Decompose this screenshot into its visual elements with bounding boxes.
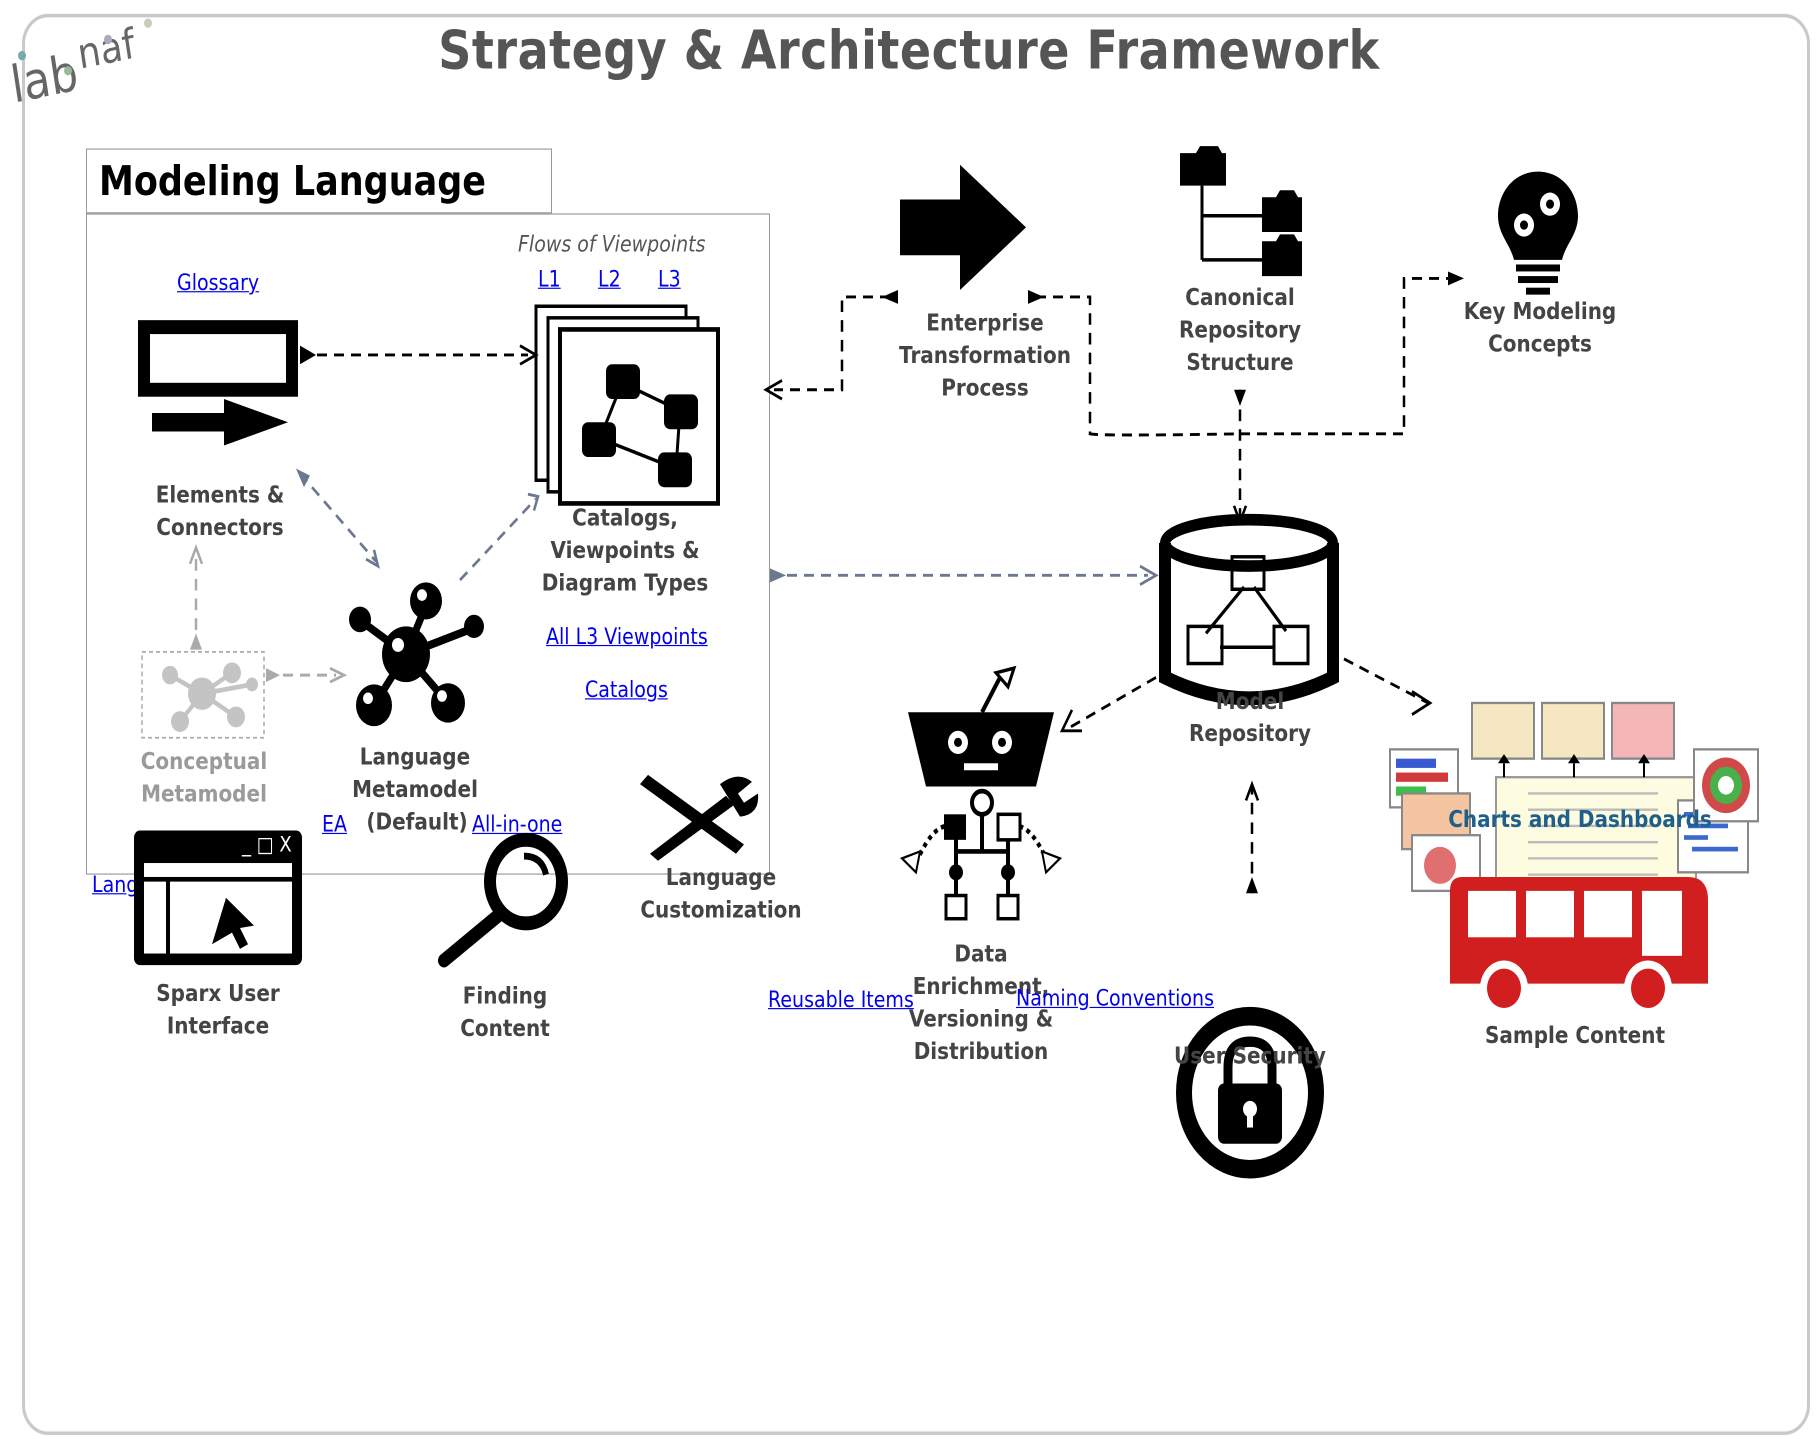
modeling-language-box bbox=[86, 213, 770, 875]
page-title: Strategy & Architecture Framework bbox=[438, 18, 1380, 82]
magnifier-icon bbox=[438, 832, 568, 968]
robot-icon bbox=[900, 665, 1062, 921]
enterprise-transformation-label: Enterprise Transformation Process bbox=[899, 308, 1071, 402]
folder-tree-icon bbox=[1180, 146, 1302, 277]
link-l2[interactable]: L2 bbox=[598, 266, 621, 293]
svg-text:_ □ X: _ □ X bbox=[241, 832, 292, 857]
lock-icon bbox=[1176, 1006, 1324, 1179]
finding-content-label: Finding Content bbox=[460, 981, 550, 1042]
lightbulb-gears-icon bbox=[1498, 171, 1578, 295]
conceptual-metamodel-icon bbox=[141, 651, 265, 739]
elements-connectors-label: Elements & Connectors bbox=[155, 480, 285, 541]
connector-repository-to-dashboards bbox=[1343, 657, 1429, 705]
molecule-icon bbox=[349, 582, 484, 727]
connector-elements-to-metamodel bbox=[299, 472, 377, 563]
bus-icon bbox=[1450, 876, 1708, 1017]
connector-concepts-to-repository bbox=[1240, 276, 1456, 436]
database-icon bbox=[1159, 513, 1339, 706]
conceptual-metamodel-label: Conceptual Metamodel bbox=[140, 747, 268, 808]
canonical-repository-label: Canonical Repository Structure bbox=[1179, 283, 1301, 376]
link-l3[interactable]: L3 bbox=[658, 266, 681, 293]
flows-caption: Flows of Viewpoints bbox=[518, 232, 706, 258]
link-all-in-one[interactable]: All-in-one bbox=[472, 812, 563, 838]
link-all-l3-viewpoints[interactable]: All L3 Viewpoints bbox=[546, 624, 708, 650]
link-catalogs[interactable]: Catalogs bbox=[585, 677, 668, 703]
link-ea[interactable]: EA bbox=[322, 812, 348, 838]
arrow-icon bbox=[900, 164, 1026, 290]
modeling-language-heading: Modeling Language bbox=[86, 148, 552, 214]
sample-content-label: Sample Content bbox=[1484, 1020, 1666, 1049]
language-metamodel-label: Language Metamodel bbox=[352, 742, 478, 803]
viewpoint-diagram-stack-icon bbox=[534, 304, 720, 506]
element-rectangle-icon bbox=[138, 320, 298, 446]
data-enrichment-label: Data Enrichment, Versioning & Distributi… bbox=[908, 939, 1054, 1065]
model-repository-label: Model Repository bbox=[1189, 686, 1311, 748]
user-security-label: User Security bbox=[1174, 1041, 1326, 1070]
labnaf-logo: lab naf bbox=[7, 18, 152, 115]
connector-repository-to-robot bbox=[1067, 676, 1157, 730]
window-cursor-icon: _ □ X bbox=[134, 830, 302, 966]
tools-icon bbox=[640, 774, 759, 861]
connector-metamodel-to-viewpoints bbox=[459, 497, 537, 582]
link-l1[interactable]: L1 bbox=[538, 266, 561, 293]
link-reusable-items[interactable]: Reusable Items bbox=[768, 987, 914, 1013]
key-modeling-concepts-label: Key Modeling Concepts bbox=[1463, 296, 1617, 358]
sparx-ui-label: Sparx User Interface bbox=[156, 979, 280, 1040]
charts-dashboards-label: Charts and Dashboards bbox=[1448, 805, 1712, 833]
link-naming-conventions[interactable]: Naming Conventions bbox=[1016, 986, 1214, 1012]
language-customization-label: Language Customization bbox=[640, 863, 802, 924]
connector-transformation-to-repository bbox=[1036, 295, 1241, 437]
default-label: (Default) bbox=[366, 807, 468, 836]
svg-text:naf: naf bbox=[74, 20, 139, 79]
link-glossary[interactable]: Glossary bbox=[177, 270, 260, 296]
connector-transformation-to-modeling bbox=[774, 295, 890, 392]
catalogs-viewpoints-label: Catalogs, Viewpoints & Diagram Types bbox=[541, 503, 709, 597]
